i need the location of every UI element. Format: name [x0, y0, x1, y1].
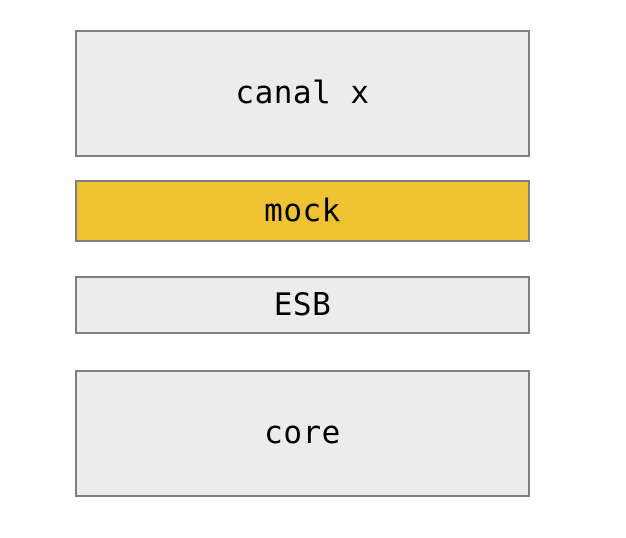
layer-label-core: core [264, 415, 341, 451]
layer-label-esb: ESB [273, 286, 332, 323]
layer-box-mock[interactable]: mock [75, 180, 530, 242]
layer-box-esb[interactable]: ESB [75, 276, 530, 334]
layer-label-mock: mock [264, 192, 341, 229]
layer-box-canal-x[interactable]: canal x [75, 30, 530, 157]
layer-box-core[interactable]: core [75, 370, 530, 497]
layer-label-canal-x: canal x [235, 75, 370, 111]
